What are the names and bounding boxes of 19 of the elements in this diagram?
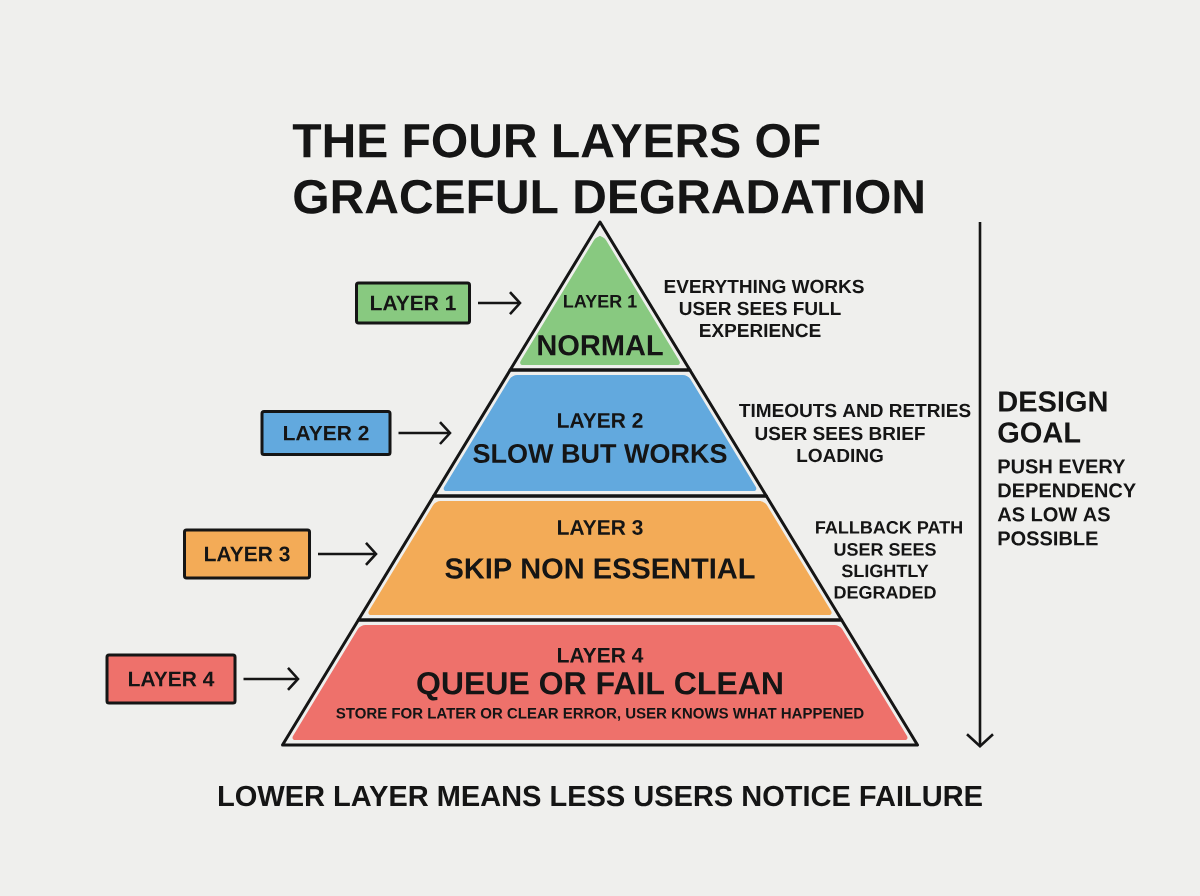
goal-heading: DESIGN GOAL bbox=[998, 391, 1107, 443]
caption: LOWER LAYER MEANS LESS USERS NOTICE FAILURE bbox=[219, 785, 982, 807]
layer-tag: LAYER 1 bbox=[355, 281, 471, 325]
layer-tag: LAYER 4 bbox=[105, 653, 237, 705]
layer-tag: LAYER 2 bbox=[260, 410, 392, 456]
side-note: USER SEES BRIEF LOADING bbox=[755, 426, 925, 463]
side-note: FALLBACK PATH bbox=[816, 521, 962, 534]
arrow bbox=[318, 542, 378, 566]
arrow bbox=[478, 291, 522, 315]
goal-note: PUSH EVERY DEPENDENCY AS LOW AS POSSIBLE bbox=[997, 459, 1136, 546]
title: THE FOUR LAYERS OF GRACEFUL DEGRADATION bbox=[292, 123, 923, 214]
arrow bbox=[243, 667, 300, 691]
side-note: EVERYTHING WORKS bbox=[664, 279, 864, 294]
side-note: USER SEES SLIGHTLY DEGRADED bbox=[834, 543, 936, 599]
side-note: USER SEES FULL EXPERIENCE bbox=[679, 301, 841, 338]
pyramid-band: LAYER 4 QUEUE OR FAIL CLEAN STORE FOR LATER OR CLEAR ERROR, USER KNOWS WHAT HAPPENED bbox=[281, 618, 919, 747]
arrow bbox=[398, 421, 452, 445]
layer-tag: LAYER 3 bbox=[183, 528, 311, 580]
side-note: TIMEOUTS AND RETRIES bbox=[739, 403, 971, 418]
